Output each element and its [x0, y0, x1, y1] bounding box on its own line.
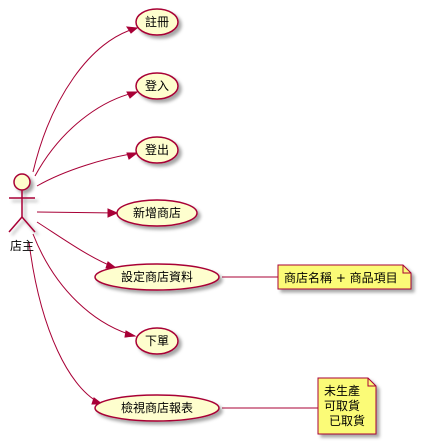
association-uc7: [28, 241, 103, 405]
actor-leg-right: [21, 216, 36, 233]
note-connectors: [222, 276, 318, 409]
arrowhead-uc4: [107, 208, 119, 218]
note-n2-line-2: 可取貨: [324, 398, 360, 413]
note-fold: [402, 265, 411, 274]
use-case-ellipse: [135, 327, 179, 355]
association-uc6: [32, 233, 136, 337]
note-n2-line-3: 已取貨: [329, 413, 365, 428]
note-n1[interactable]: [277, 264, 412, 290]
use-case-uc2[interactable]: 登入: [135, 72, 179, 100]
actor-head: [13, 173, 31, 191]
use-case-uc3[interactable]: 登出: [135, 136, 179, 164]
use-case-ellipse: [116, 199, 198, 227]
use-case-ellipse: [135, 136, 179, 164]
actor-leg-left: [8, 216, 23, 233]
use-case-uc4[interactable]: 新增商店: [116, 199, 198, 227]
association-uc1: [32, 27, 138, 173]
use-case-label: 設定商店資料: [121, 269, 193, 284]
association-uc4: [36, 211, 118, 214]
association-uc3: [36, 152, 138, 187]
associations: [28, 27, 138, 405]
note-n2-line-1: 未生產: [324, 383, 360, 398]
use-case-ellipse: [135, 8, 179, 36]
arrowhead-uc6: [124, 330, 137, 338]
use-case-label: 註冊: [145, 15, 169, 29]
arrowhead-uc1: [125, 26, 139, 34]
arrowhead-uc3: [126, 152, 139, 160]
use-case-ellipse: [94, 394, 220, 422]
association-uc5: [36, 221, 117, 269]
use-case-uc6[interactable]: 下單: [135, 327, 179, 355]
use-case-label: 下單: [145, 334, 169, 348]
note-n2[interactable]: [317, 377, 377, 435]
association-uc2: [34, 91, 138, 177]
use-case-ellipse: [135, 72, 179, 100]
use-case-uc5[interactable]: 設定商店資料: [94, 263, 220, 291]
use-case-ellipse: [94, 263, 220, 291]
actor-label: 店主: [10, 239, 34, 253]
note-body: [277, 264, 412, 290]
actor-shop-owner[interactable]: [8, 173, 36, 233]
note-fold: [367, 378, 376, 387]
use-case-uc7[interactable]: 檢視商店報表: [94, 394, 220, 422]
use-case-label: 檢視商店報表: [121, 400, 193, 415]
use-case-label: 新增商店: [133, 205, 181, 220]
use-case-label: 登出: [145, 142, 169, 157]
note-n1-line-1: 商店名稱 + 商品項目: [284, 270, 398, 285]
arrowhead-uc2: [126, 91, 139, 99]
note-body: [317, 377, 377, 435]
arrowheads: [91, 26, 139, 405]
use-case-uc1[interactable]: 註冊: [135, 8, 179, 36]
use-case-label: 登入: [145, 78, 169, 93]
